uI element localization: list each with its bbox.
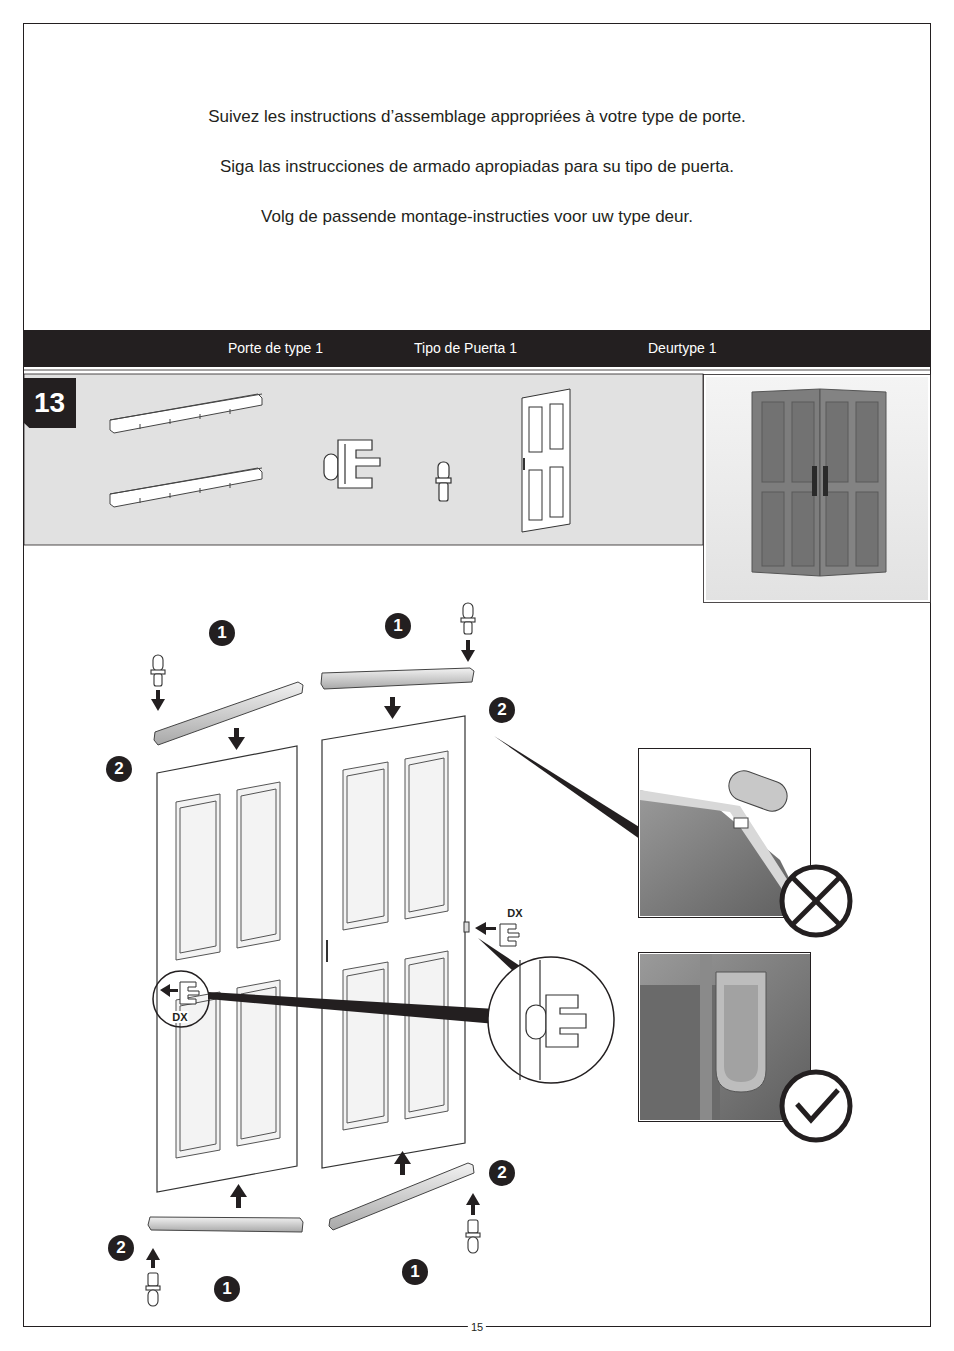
callout-number: 1 <box>214 1276 240 1302</box>
step-number: 13 <box>23 378 76 428</box>
instruction-note: Volg de passende montage-instructies voo… <box>261 207 693 227</box>
instruction-note: Siga las instrucciones de armado apropia… <box>220 157 734 177</box>
callout-number: 1 <box>209 620 235 646</box>
door-type-label: Tipo de Puerta 1 <box>414 330 517 367</box>
step-number-text: 13 <box>23 378 76 428</box>
part-code: DX <box>506 907 523 919</box>
part-code: DX <box>171 1011 188 1023</box>
callout-number: 2 <box>108 1235 134 1261</box>
callout-number: 2 <box>106 756 132 782</box>
door-type-label: Deurtype 1 <box>648 330 716 367</box>
callout-number: 1 <box>402 1259 428 1285</box>
door-type-band: Porte de type 1 Tipo de Puerta 1 Deurtype … <box>23 330 931 367</box>
instruction-note: Suivez les instructions d’assemblage app… <box>208 107 746 127</box>
page-number: 15 <box>468 1321 486 1333</box>
callout-number: 1 <box>385 613 411 639</box>
callout-number: 2 <box>489 697 515 723</box>
callout-number: 2 <box>489 1160 515 1186</box>
door-type-label: Porte de type 1 <box>228 330 323 367</box>
